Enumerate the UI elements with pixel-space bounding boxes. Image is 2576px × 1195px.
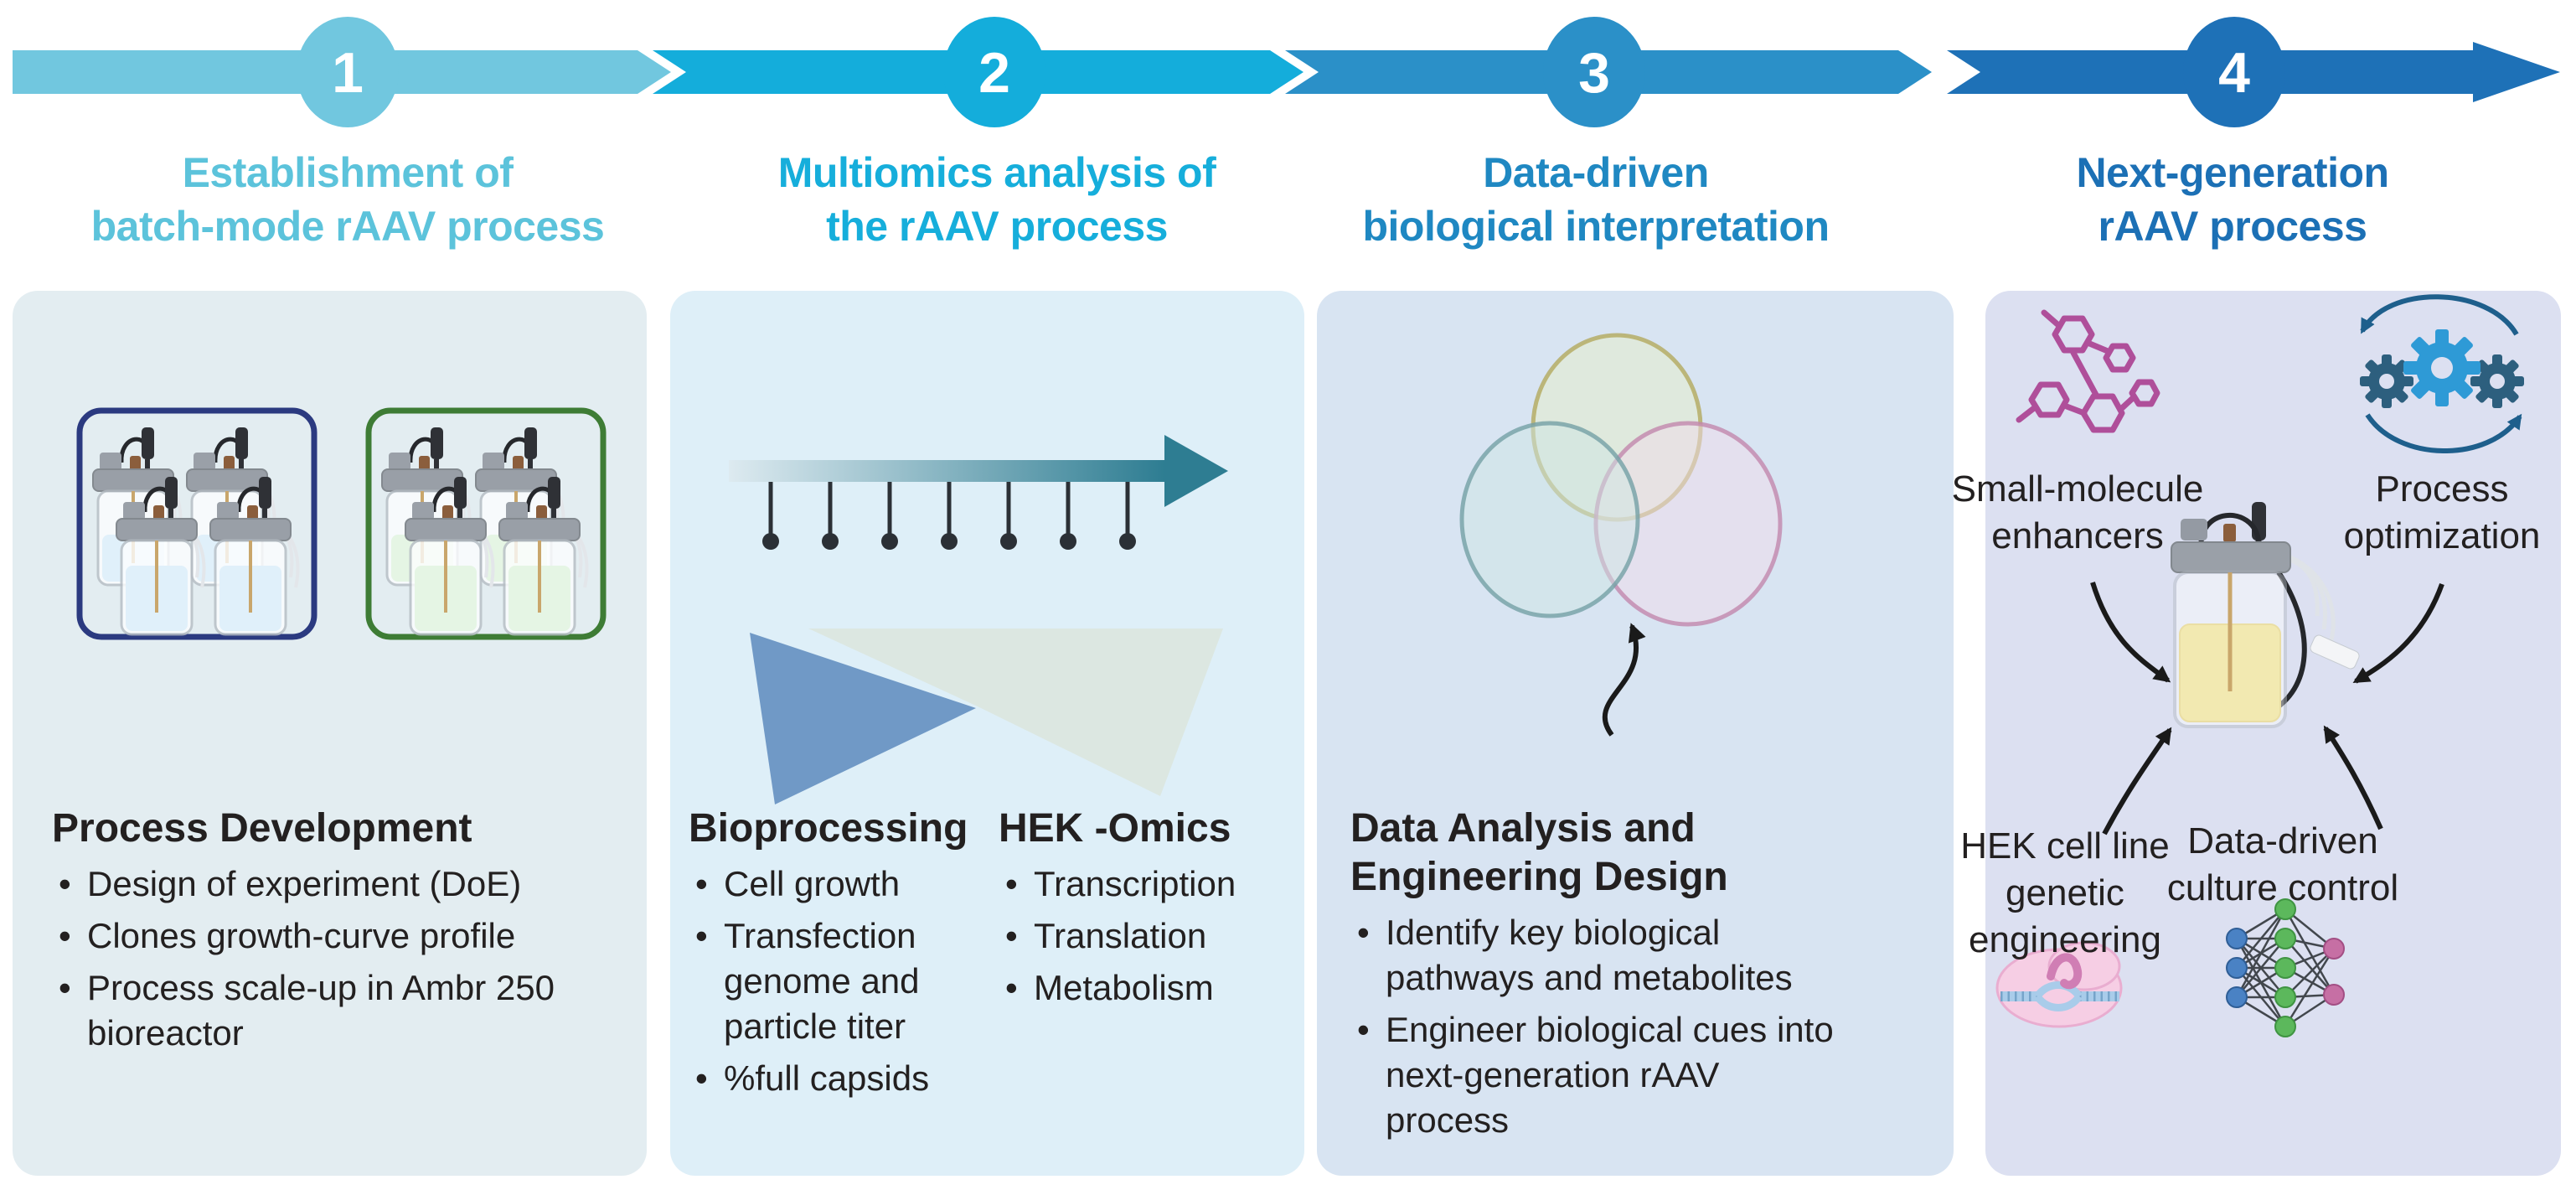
step-1-title-line2: batch-mode rAAV process (90, 203, 605, 250)
step-2-circle (943, 17, 1045, 127)
bullet-metabolism: Metabolism (999, 965, 1283, 1011)
bullet-engineer-cues: Engineer biological cues into next-gener… (1350, 1007, 1836, 1143)
small-molecule-enhancers-label: Small-molecule enhancers (1951, 468, 2204, 556)
process-optimization-label: Process optimization (2343, 468, 2541, 556)
hek-omics-heading: HEK -Omics (999, 806, 1231, 851)
step-1-title-line1: Establishment of (182, 149, 514, 196)
data-analysis-text: Data Analysis and Engineering Design Ide… (1350, 804, 1853, 1143)
panel-next-generation-process (1985, 291, 2561, 1176)
curved-arrow-icon (1602, 623, 1646, 737)
step-1-circle (297, 17, 399, 127)
step-2-title-line2: the rAAV process (826, 203, 1168, 250)
step-4-title: Next-generation rAAV process (1914, 146, 2551, 253)
data-analysis-bullets: Identify key biological pathways and met… (1350, 910, 1836, 1143)
parallel-bioreactors-illustration (76, 407, 607, 640)
bullet-scaleup: Process scale-up in Ambr 250 bioreactor (52, 965, 571, 1056)
process-development-text: Process Development Design of experiment… (52, 804, 571, 1056)
arrow-optimization-to-bioreactor (2352, 582, 2444, 684)
step-2-title-line1: Multiomics analysis of (777, 149, 1216, 196)
bullet-clones: Clones growth-curve profile (52, 913, 571, 959)
multiomics-art (729, 435, 1228, 804)
bullet-translation: Translation (999, 913, 1283, 959)
step-4-title-line1: Next-generation (2076, 149, 2389, 196)
step-3-title-line2: biological interpretation (1362, 203, 1830, 250)
arrow-enhancers-to-bioreactor (2090, 582, 2171, 683)
arrow-control-to-bioreactor (2323, 725, 2383, 830)
sampling-timeline-arrow-icon (729, 435, 1228, 550)
step-1-number: 1 (332, 41, 364, 105)
step-4-title-line2: rAAV process (2098, 203, 2367, 250)
bioprocessing-bullets: Cell growth Transfection genome and part… (689, 861, 978, 1101)
bioprocessing-column: Bioprocessing Cell growth Transfection g… (689, 804, 978, 1101)
step-3-title-line1: Data-driven (1483, 149, 1709, 196)
bullet-cell-growth: Cell growth (689, 861, 978, 907)
hek-cell-line-label: HEK cell line genetic engineering (1960, 825, 2170, 960)
next-generation-art (1995, 294, 2524, 1037)
neural-network-icon (2226, 898, 2345, 1037)
interpretation-art (1459, 333, 1783, 737)
step-3-circle (1543, 17, 1645, 127)
venn-diagram-icon (1459, 333, 1783, 627)
gears-cycle-icon (2360, 294, 2524, 453)
molecule-icon (2016, 309, 2160, 433)
process-timeline-arrow: 1 2 3 4 (13, 17, 2560, 127)
bioprocess-omics-funnel-icon (750, 629, 1223, 804)
hek-omics-bullets: Transcription Translation Metabolism (999, 861, 1283, 1011)
bullet-identify-pathways: Identify key biological pathways and met… (1350, 910, 1836, 1001)
bullet-full-capsids: %full capsids (689, 1056, 978, 1101)
step-2-number: 2 (978, 41, 1010, 105)
data-driven-control-label: Data-driven culture control (2166, 820, 2399, 908)
bullet-transfection: Transfection genome and particle titer (689, 913, 978, 1049)
step-3-title: Data-driven biological interpretation (1278, 146, 1914, 253)
step-4-number: 4 (2218, 41, 2250, 105)
green-bioreactor-group-icon (365, 407, 607, 640)
step-1-title: Establishment of batch-mode rAAV process (29, 146, 666, 253)
step-3-number: 3 (1578, 41, 1610, 105)
bioreactor-icon (2171, 502, 2360, 728)
process-development-heading: Process Development (52, 806, 472, 851)
bullet-doe: Design of experiment (DoE) (52, 861, 571, 907)
bioprocessing-heading: Bioprocessing (689, 806, 968, 851)
bullet-transcription: Transcription (999, 861, 1283, 907)
hek-omics-column: HEK -Omics Transcription Translation Met… (999, 804, 1283, 1011)
step-4-circle (2183, 17, 2285, 127)
arrow-cellline-to-bioreactor (2102, 727, 2172, 835)
data-analysis-heading: Data Analysis and Engineering Design (1350, 806, 1728, 899)
step-2-title: Multiomics analysis of the rAAV process (679, 146, 1315, 253)
blue-bioreactor-group-icon (76, 407, 317, 640)
crispr-cell-icon (1995, 941, 2123, 1028)
process-development-bullets: Design of experiment (DoE) Clones growth… (52, 861, 571, 1056)
